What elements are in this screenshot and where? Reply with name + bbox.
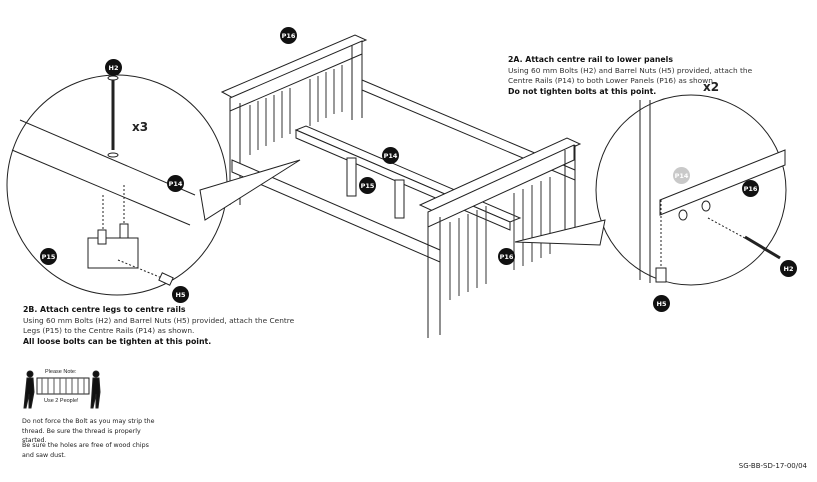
document-code: SG-BB-SD-17-00/04 (738, 462, 807, 470)
step-2b-instructions: 2B. Attach centre legs to centre rails U… (23, 305, 294, 347)
part-label-p16: P16 (280, 27, 297, 44)
step-2a-heading: 2A. Attach centre rail to lower panels (508, 55, 673, 64)
bed-frame-drawing (220, 34, 582, 338)
note-bolt-thread: Do not force the Bolt as you may strip t… (22, 418, 155, 444)
step-2a-body-line: Using 60 mm Bolts (H2) and Barrel Nuts (… (508, 65, 753, 75)
step-2a-instructions: 2A. Attach centre rail to lower panels U… (508, 55, 752, 97)
note-holes-clean: Be sure the holes are free of wood chips… (22, 442, 149, 459)
step-2b-body-line: Using 60 mm Bolts (H2) and Barrel Nuts (… (23, 315, 295, 325)
step-2a-warning: Do not tighten bolts at this point. (508, 86, 657, 96)
step-2b-body-line: Legs (P15) to the Centre Rails (P14) as … (23, 326, 195, 335)
use-two-people-label: Use 2 People! (44, 398, 79, 404)
left-detail-callout (6, 74, 301, 296)
quantity-x3: x3 (132, 120, 149, 134)
part-label-p15: P15 (359, 177, 376, 194)
part-label-h2: H2 (105, 59, 122, 76)
part-label-p16: P16 (498, 248, 515, 265)
part-label-h2: H2 (780, 260, 797, 277)
right-detail-callout (514, 94, 787, 286)
part-label-p14: P14 (167, 175, 184, 192)
part-label-p14: P14 (382, 147, 399, 164)
part-label-p14: P14 (673, 167, 690, 184)
step-2a-body-line: Centre Rails (P14) to both Lower Panels … (508, 76, 716, 85)
part-label-h5: H5 (172, 286, 189, 303)
step-2b-warning: All loose bolts can be tighten at this p… (23, 336, 212, 346)
part-label-p16: P16 (742, 180, 759, 197)
part-label-p15: P15 (40, 248, 57, 265)
step-2b-heading: 2B. Attach centre legs to centre rails (23, 305, 186, 314)
quantity-x2: x2 (703, 80, 720, 94)
please-note-label: Please Note: (45, 369, 77, 375)
part-label-h5: H5 (653, 295, 670, 312)
two-people-figure (23, 370, 101, 409)
